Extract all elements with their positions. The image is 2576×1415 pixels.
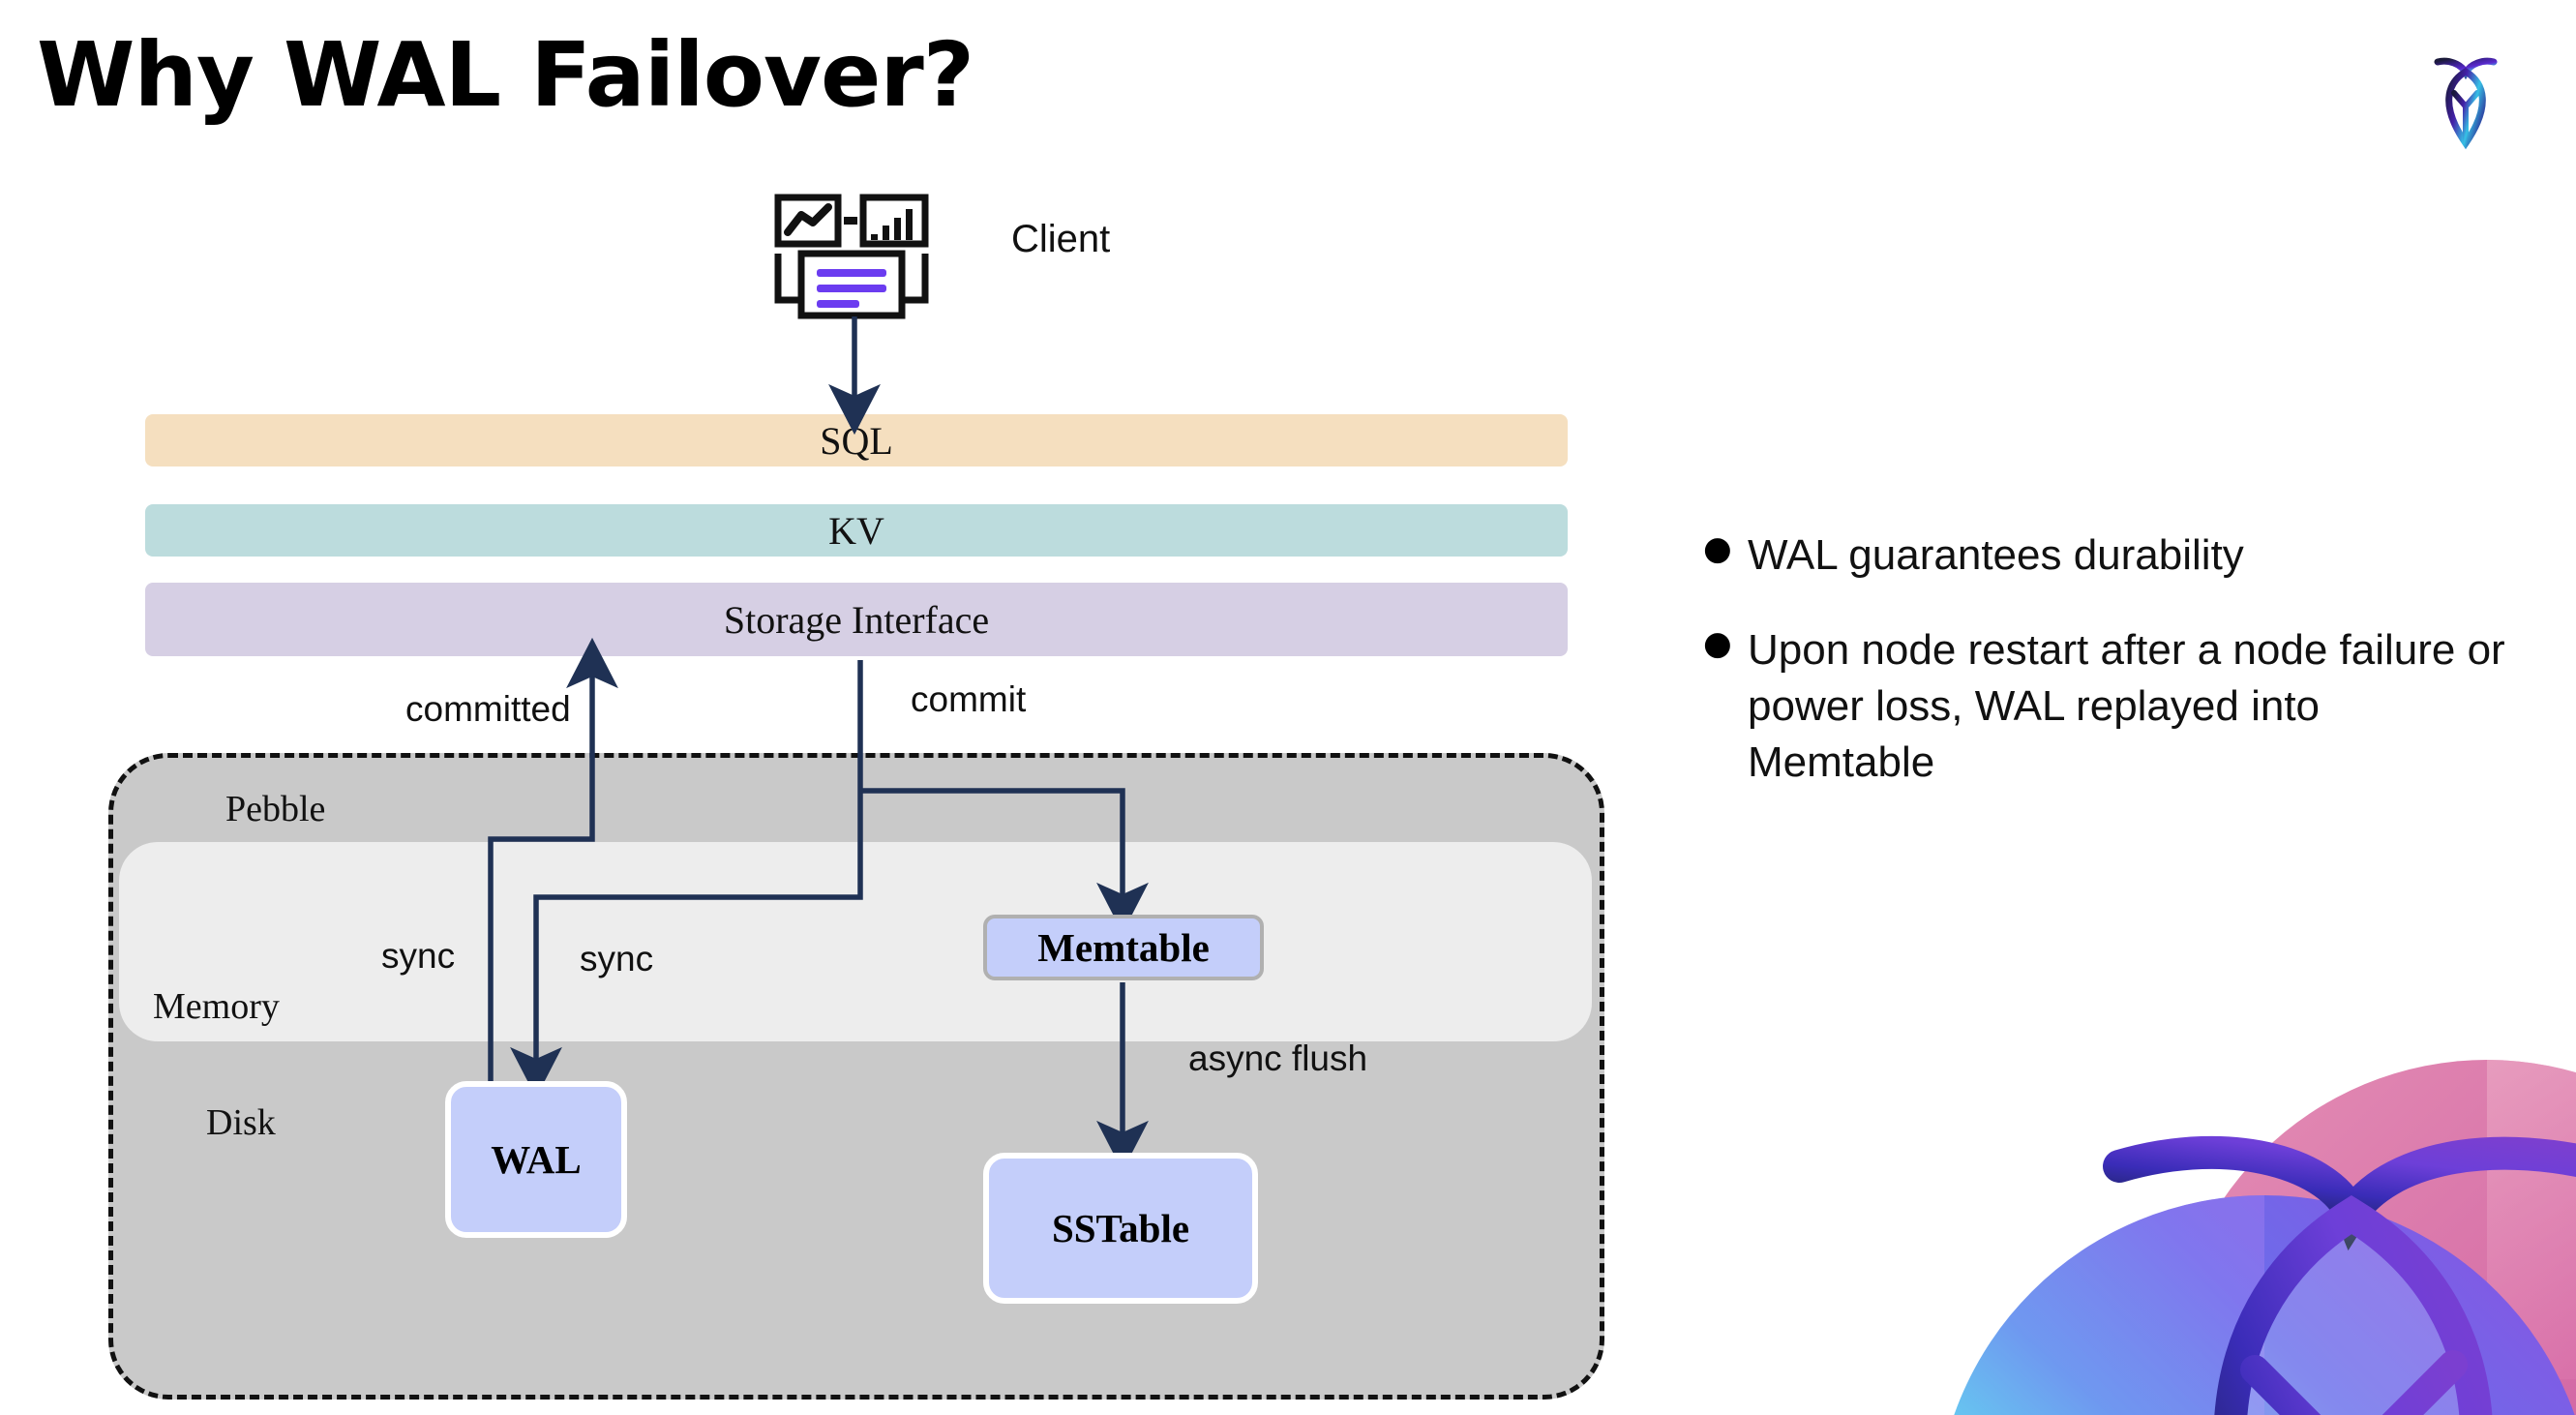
zone-label-memory: Memory [153, 986, 280, 1027]
decorative-brand-artwork [1954, 1060, 2576, 1415]
edge-label-commit: commit [911, 679, 1027, 719]
node-label-memtable: Memtable [1037, 925, 1210, 970]
layer-label-storage-interface: Storage Interface [723, 597, 990, 642]
zone-label-pebble: Pebble [225, 789, 326, 829]
node-memtable: Memtable [983, 915, 1264, 980]
bullet-marker-icon: ● [1703, 624, 1732, 664]
bullet-marker-icon: ● [1703, 529, 1732, 568]
zone-label-disk: Disk [206, 1102, 276, 1143]
edge-label-committed: committed [405, 689, 571, 729]
client-label: Client [1011, 218, 1111, 260]
layer-bar-storage-interface: Storage Interface [145, 583, 1568, 656]
node-label-sstable: SSTable [1051, 1206, 1190, 1250]
list-item: ● Upon node restart after a node failure… [1703, 622, 2506, 791]
bullet-text: WAL guarantees durability [1748, 531, 2244, 579]
memory-panel [119, 842, 1592, 1041]
node-wal: WAL [445, 1081, 627, 1238]
node-label-wal: WAL [491, 1137, 582, 1182]
node-sstable: SSTable [983, 1153, 1258, 1304]
layer-label-kv: KV [828, 508, 884, 553]
layer-bar-kv: KV [145, 504, 1568, 557]
layer-label-sql: SQL [820, 418, 893, 463]
bullet-list: ● WAL guarantees durability ● Upon node … [1703, 527, 2506, 829]
edge-label-sync-right: sync [580, 939, 654, 978]
edge-label-async-flush: async flush [1188, 1039, 1368, 1078]
layer-bar-sql: SQL [145, 414, 1568, 467]
bullet-text: Upon node restart after a node failure o… [1748, 626, 2505, 787]
client-dashboard-icon [774, 194, 929, 319]
page-title: Why WAL Failover? [37, 23, 974, 127]
edge-label-sync-left: sync [381, 936, 456, 976]
list-item: ● WAL guarantees durability [1703, 527, 2506, 584]
cockroachdb-logo-icon [2434, 57, 2498, 150]
